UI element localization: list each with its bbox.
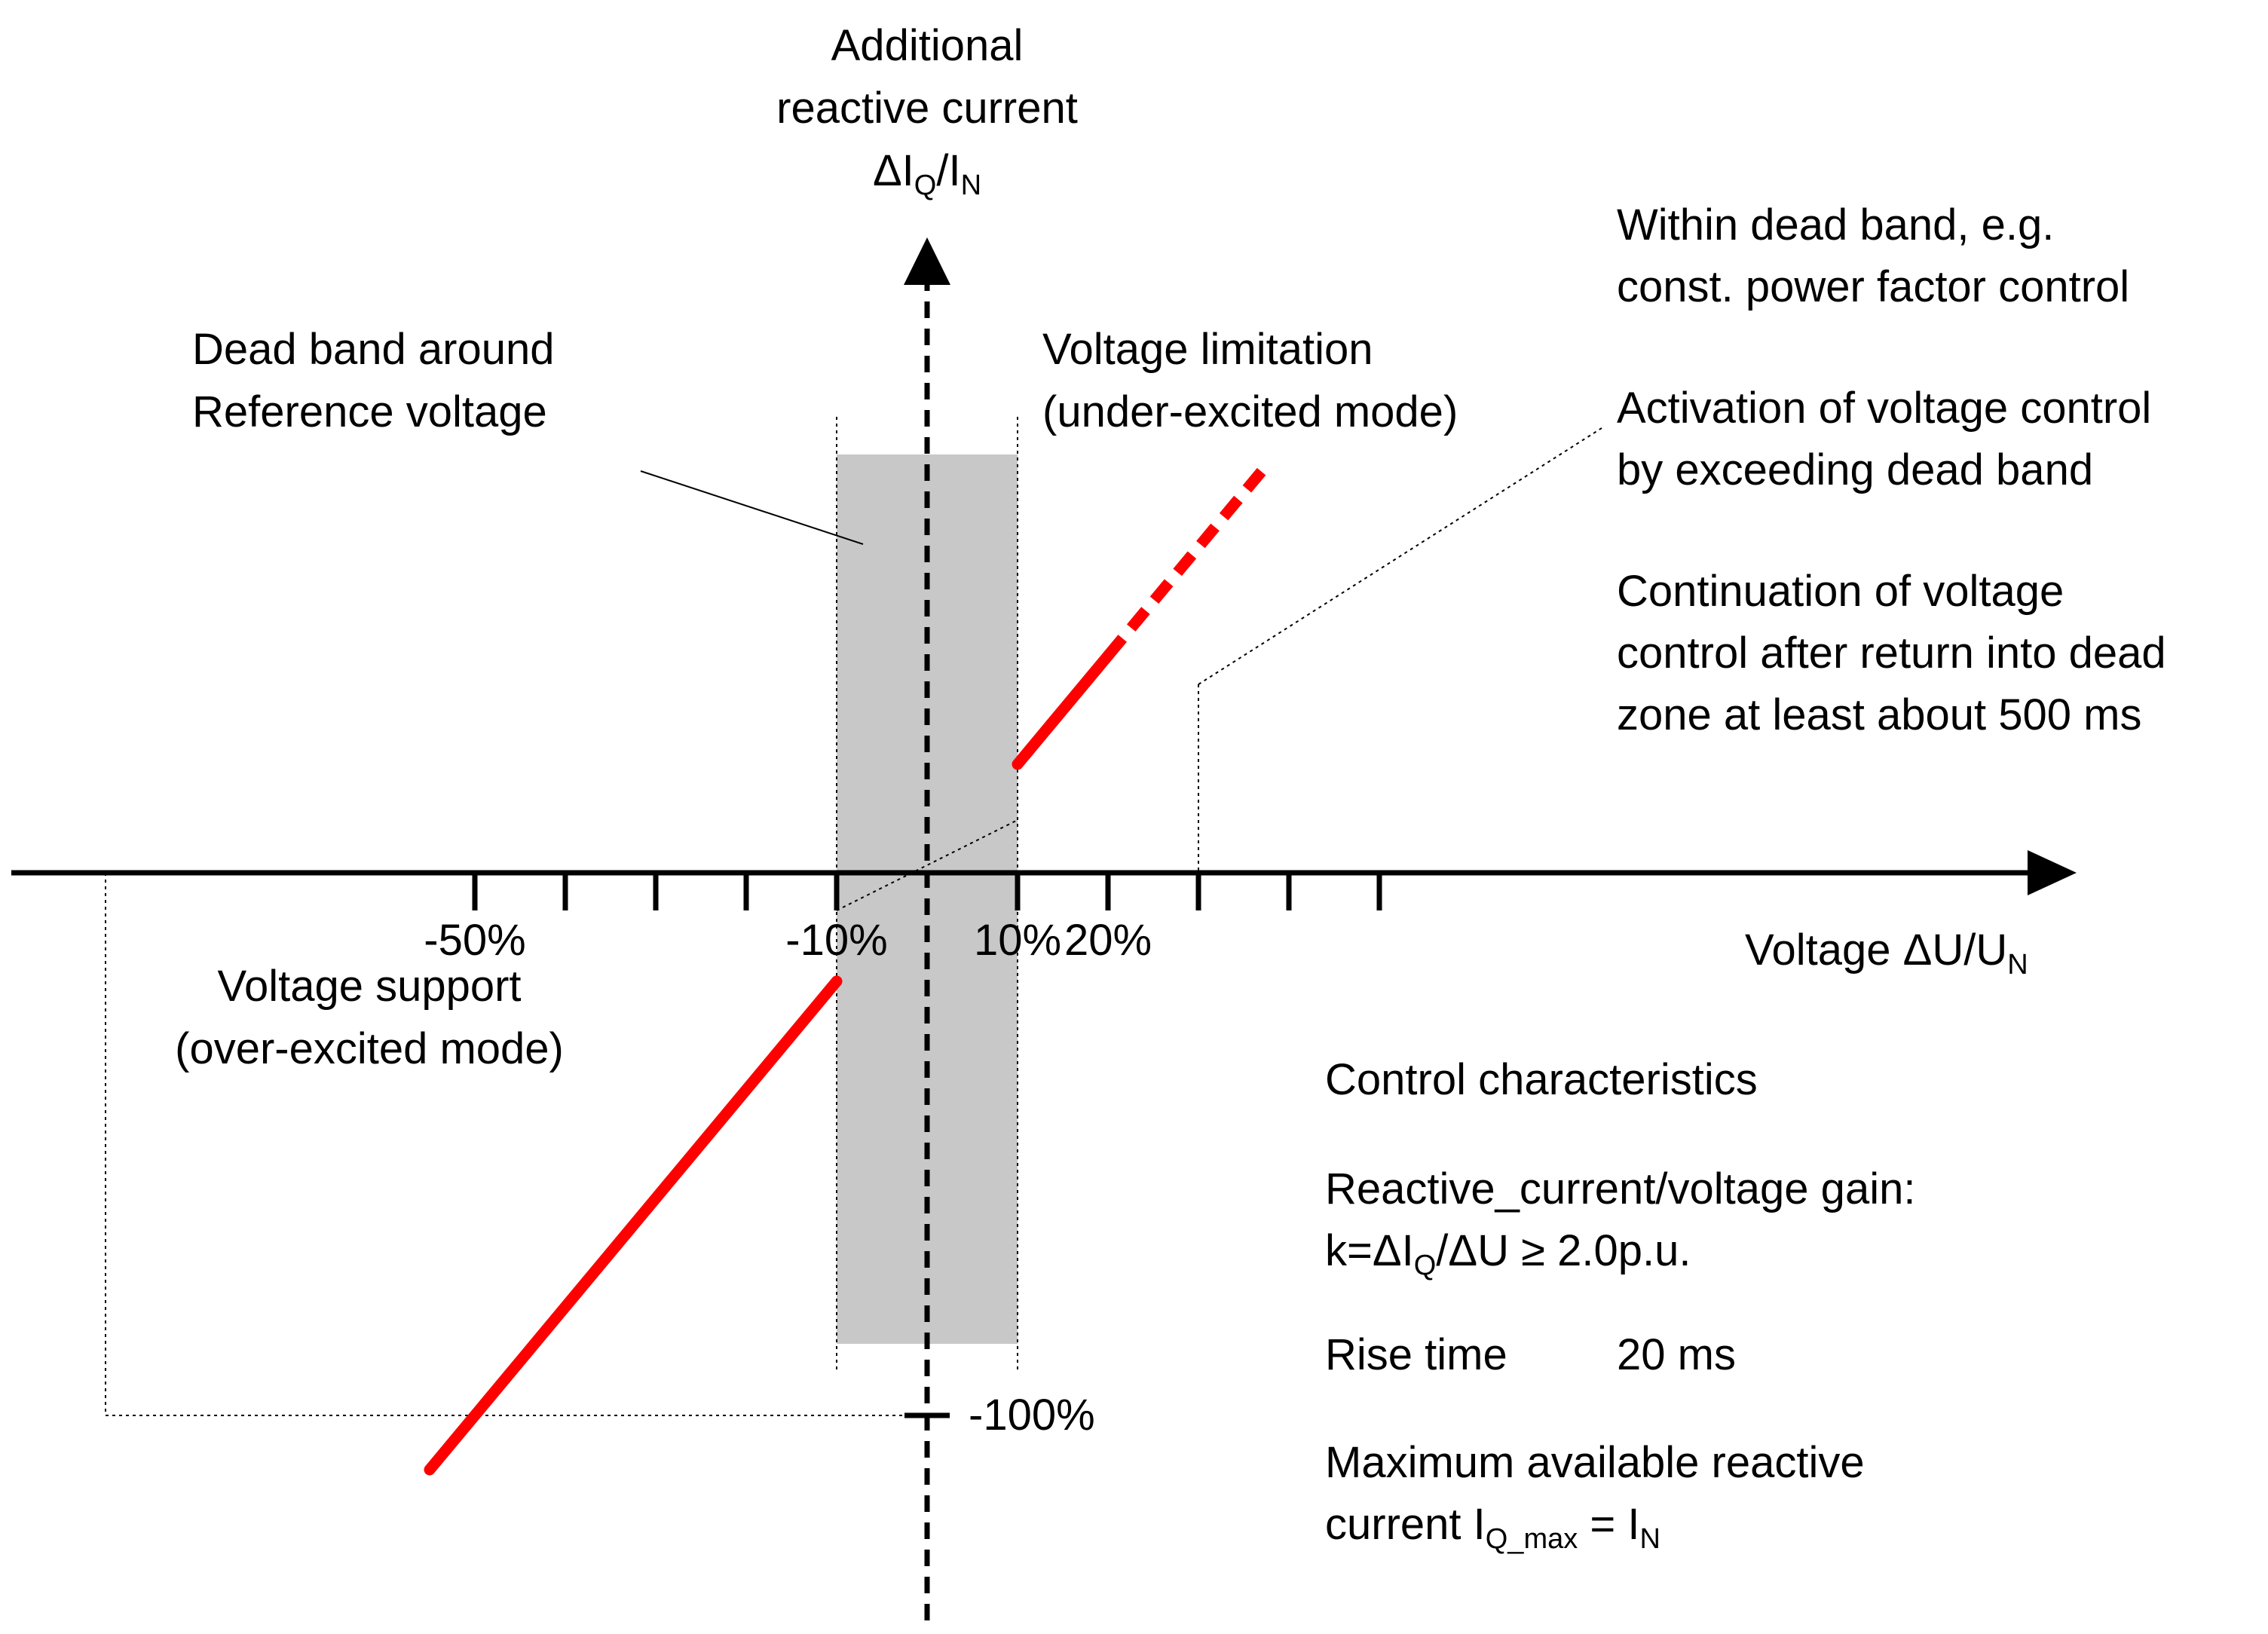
characteristic-over-excited-segment <box>424 975 843 1476</box>
note-activation-line-1: Activation of voltage control <box>1617 384 2151 433</box>
y-tick-label-minus100: -100% <box>969 1391 1095 1440</box>
note-activation-line-2: by exceeding dead band <box>1617 445 2093 494</box>
dashed-segment-guide <box>1198 427 1602 685</box>
note-continuation-line-1: Continuation of voltage <box>1617 567 2064 616</box>
x-tick-label-20: 20% <box>1064 916 1152 965</box>
x-tick-label-10: 10% <box>974 916 1061 965</box>
control-rise-time-value: 20 ms <box>1617 1330 1736 1379</box>
y-axis-symbol: ΔIQ/IN <box>873 146 981 201</box>
under-excited-label-line-1: Voltage limitation <box>1042 325 1373 374</box>
under-excited-label-line-2: (under-excited mode) <box>1042 387 1458 436</box>
characteristic-under-excited-segment <box>1012 650 1114 770</box>
control-max-formula: current IQ_max = IN <box>1325 1500 1660 1555</box>
dead-band-label-line-1: Dead band around <box>192 325 555 374</box>
control-heading: Control characteristics <box>1325 1055 1758 1104</box>
note-continuation-line-3: zone at least about 500 ms <box>1617 690 2141 739</box>
over-excited-label-line-2: (over-excited mode) <box>175 1024 564 1073</box>
x-tick-label-minus50: -50% <box>424 916 525 965</box>
x-axis-ticks <box>472 871 1382 910</box>
x-axis-arrowhead <box>2028 850 2077 895</box>
y-axis-title-line-2: reactive current <box>776 84 1078 133</box>
note-continuation-line-2: control after return into dead <box>1617 629 2166 678</box>
x-axis-title: Voltage ΔU/UN <box>1745 926 2028 981</box>
over-excited-label-line-1: Voltage support <box>217 962 521 1011</box>
control-gain-line: Reactive_current/voltage gain: <box>1325 1164 1915 1213</box>
note-dead-band-line-2: const. power factor control <box>1617 262 2129 311</box>
note-dead-band-line-1: Within dead band, e.g. <box>1617 200 2054 249</box>
x-tick-label-minus10: -10% <box>785 916 887 965</box>
control-rise-time: Rise time <box>1325 1330 1507 1379</box>
dead-band-label-line-2: Reference voltage <box>192 387 547 436</box>
x-axis-tick-labels: -50% -10% 10%20% <box>424 916 1152 965</box>
y-axis-title-line-1: Additional <box>831 21 1024 70</box>
dead-band-leader-line <box>640 470 864 545</box>
control-max-line: Maximum available reactive <box>1325 1438 1865 1487</box>
control-gain-formula: k=ΔIQ/ΔU ≥ 2.0p.u. <box>1325 1226 1691 1281</box>
reactive-current-characteristic <box>424 467 1266 1476</box>
y-axis-arrowhead <box>904 237 950 285</box>
characteristic-dashed-extension <box>1103 467 1266 659</box>
